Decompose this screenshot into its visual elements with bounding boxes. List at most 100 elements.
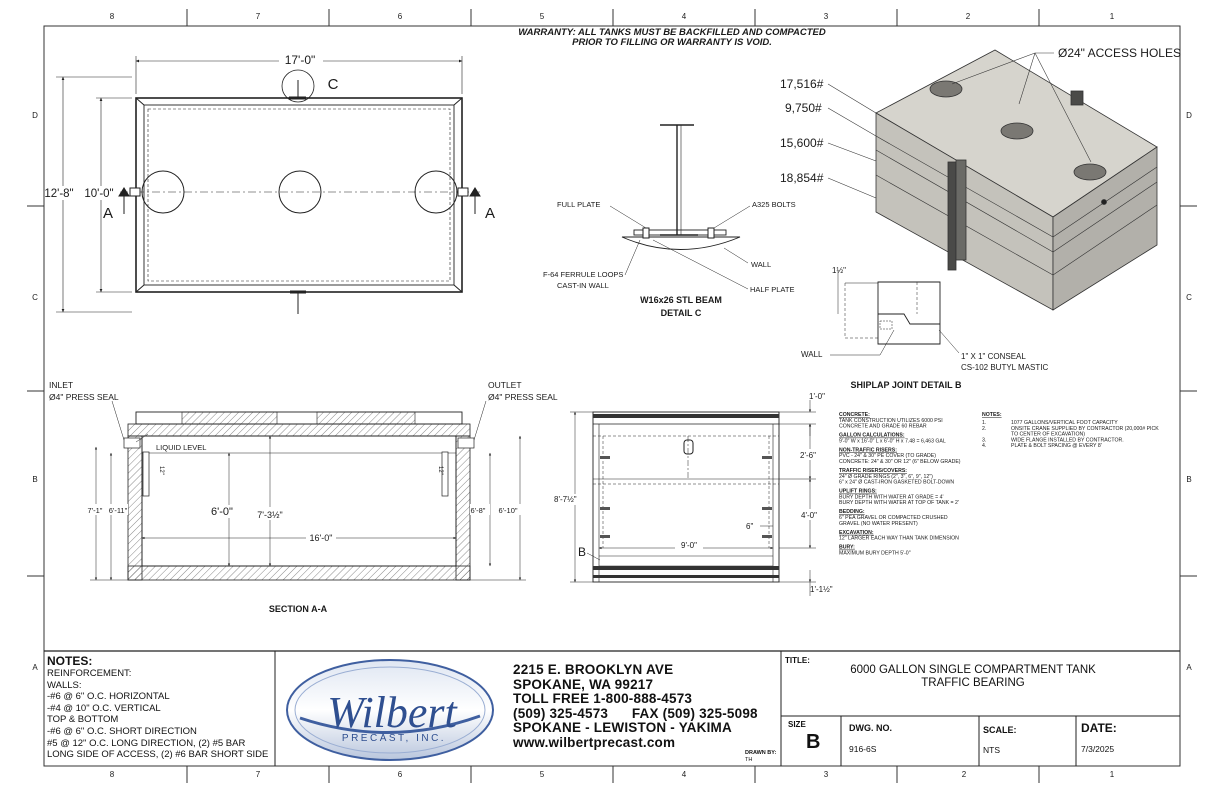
iso-leaders <box>827 52 1092 199</box>
sheet-border <box>27 9 1197 783</box>
warranty-note: WARRANTY: ALL TANKS MUST BE BACKFILLED A… <box>518 27 826 48</box>
notes-line: LONG SIDE OF ACCESS, (2) #6 BAR SHORT SI… <box>47 749 269 761</box>
svg-text:12": 12" <box>437 466 443 475</box>
svg-text:12'-8": 12'-8" <box>44 188 73 200</box>
spec-heading: NON-TRAFFIC RISERS: <box>839 447 897 453</box>
svg-text:17'-0": 17'-0" <box>285 53 316 67</box>
spec-left: CONCRETE:TANK CONSTRUCTION UTILIZES 6000… <box>839 412 961 556</box>
svg-text:4'-0": 4'-0" <box>801 511 817 520</box>
svg-text:6": 6" <box>746 522 753 531</box>
spec-note: 1077 GALLONS/VERTICAL FOOT CAPACITY <box>1011 420 1118 426</box>
company-address: 2215 E. BROOKLYN AVE SPOKANE, WA 99217 T… <box>513 662 779 751</box>
svg-text:WALL: WALL <box>751 260 771 269</box>
size-label: SIZE <box>788 720 806 729</box>
svg-text:F-64 FERRULE LOOPS: F-64 FERRULE LOOPS <box>543 270 623 279</box>
svg-text:A: A <box>32 663 38 672</box>
svg-text:SHIPLAP JOINT DETAIL B: SHIPLAP JOINT DETAIL B <box>850 380 962 390</box>
svg-text:1: 1 <box>1110 770 1115 779</box>
svg-text:15,600#: 15,600# <box>780 136 824 150</box>
size-value: B <box>806 731 821 753</box>
spec-line: CONCRETE AND GRADE 60 REBAR <box>839 424 927 430</box>
spec-heading: CONCRETE: <box>839 412 870 418</box>
svg-text:SECTION A-A: SECTION A-A <box>269 604 328 614</box>
spec-line: 6" x 24" Ø CAST-IRON GASKETED BOLT-DOWN <box>839 480 954 486</box>
address-line: 2215 E. BROOKLYN AVE <box>513 662 674 677</box>
title-block <box>44 650 1180 766</box>
svg-text:6'-8": 6'-8" <box>471 506 486 515</box>
svg-text:17,516#: 17,516# <box>780 77 824 91</box>
svg-text:5: 5 <box>540 770 545 779</box>
svg-text:Ø4" PRESS SEAL: Ø4" PRESS SEAL <box>49 392 119 402</box>
svg-text:7'-3½": 7'-3½" <box>257 510 282 520</box>
title-label: TITLE: <box>785 656 810 665</box>
svg-text:12": 12" <box>158 466 164 475</box>
spec-line: BURY DEPTH WITH WATER AT TOP OF TANK = 2… <box>839 500 959 506</box>
spec-line: TANK CONSTRUCTION UTILIZES 6000 PSI <box>839 418 943 424</box>
notes-line: REINFORCEMENT: <box>47 668 132 679</box>
svg-text:D: D <box>1186 111 1192 120</box>
section-a-a-labels: INLET Ø4" PRESS SEAL OUTLET Ø4" PRESS SE… <box>49 380 558 614</box>
spec-heading: GALLON CALCULATIONS: <box>839 433 905 439</box>
notes-line: -#6 @ 6" O.C. HORIZONTAL <box>47 691 170 703</box>
iso-labels: Ø24" ACCESS HOLES 17,516# 9,750# 15,600#… <box>780 46 1181 185</box>
spec-line: GRAVEL (NO WATER PRESENT) <box>839 521 918 527</box>
notes-line: -#6 @ 6" O.C. SHORT DIRECTION <box>47 725 197 737</box>
drawing-title-line2: TRAFFIC BEARING <box>921 676 1025 689</box>
svg-text:Ø4" PRESS SEAL: Ø4" PRESS SEAL <box>488 392 558 402</box>
svg-text:5: 5 <box>540 12 545 21</box>
drawn-by-label: DRAWN BY: <box>745 750 777 756</box>
website-link[interactable]: www.wilbertprecast.com <box>513 734 676 750</box>
svg-text:6: 6 <box>398 770 403 779</box>
spec-heading: BURY: <box>839 545 855 551</box>
wilbert-logo: Wilbert PRECAST, INC. <box>286 659 494 761</box>
svg-text:C: C <box>1186 293 1192 302</box>
svg-text:8: 8 <box>110 770 115 779</box>
side-section-labels: 1'-0" 2'-6" 4'-0" 6" 9'-0" 8'-7½" 1'-1½"… <box>554 392 833 594</box>
svg-text:10'-0": 10'-0" <box>84 188 113 200</box>
svg-text:3: 3 <box>824 770 829 779</box>
svg-text:DETAIL C: DETAIL C <box>661 308 702 318</box>
svg-text:6'-11": 6'-11" <box>109 506 128 515</box>
notes-heading: NOTES: <box>47 654 93 668</box>
svg-text:2'-6": 2'-6" <box>800 451 816 460</box>
spec-heading: TRAFFIC RISERS/COVERS: <box>839 468 907 474</box>
svg-text:Ø24" ACCESS HOLES: Ø24" ACCESS HOLES <box>1058 46 1181 60</box>
detail-c-beam <box>609 124 751 290</box>
svg-text:1" X 1" CONSEAL: 1" X 1" CONSEAL <box>961 352 1026 361</box>
svg-text:6'-10": 6'-10" <box>498 506 517 515</box>
svg-text:WALL: WALL <box>801 350 823 359</box>
svg-text:C: C <box>32 293 38 302</box>
side-section <box>570 400 816 596</box>
spec-note: WIDE FLANGE INSTALLED BY CONTRACTOR. <box>1011 437 1124 443</box>
drawing-title: 6000 GALLON SINGLE COMPARTMENT TANK TRAF… <box>800 664 1146 689</box>
svg-text:A: A <box>1186 663 1192 672</box>
svg-text:1'-1½": 1'-1½" <box>810 585 833 594</box>
svg-text:LIQUID LEVEL: LIQUID LEVEL <box>156 443 206 452</box>
isometric-view <box>875 49 1158 311</box>
svg-text:9'-0": 9'-0" <box>681 541 697 550</box>
svg-text:B: B <box>1186 475 1191 484</box>
locations: SPOKANE - LEWISTON - YAKIMA <box>513 720 732 736</box>
svg-text:D: D <box>32 111 38 120</box>
address-line: SPOKANE, WA 99217 <box>513 676 654 692</box>
svg-text:B: B <box>32 475 37 484</box>
scale-label: SCALE: <box>983 725 1017 735</box>
spec-line: 6" PEA GRAVEL OR COMPACTED CRUSHED <box>839 515 948 521</box>
svg-text:4: 4 <box>682 770 687 779</box>
svg-text:18,854#: 18,854# <box>780 171 824 185</box>
svg-text:FULL PLATE: FULL PLATE <box>557 200 600 209</box>
spec-line: 9'-0" W x 16'-0" L x 6'-0" H x 7.48 = 6,… <box>839 438 946 444</box>
svg-text:Wilbert: Wilbert <box>327 688 458 737</box>
detail-c-labels: FULL PLATE A325 BOLTS WALL F-64 FERRULE … <box>543 200 796 318</box>
svg-text:2: 2 <box>966 12 971 21</box>
svg-text:A325 BOLTS: A325 BOLTS <box>752 200 796 209</box>
spec-line: CONCRETE: 24" & 30" OR 12" (6" BELOW GRA… <box>839 459 961 465</box>
notes-line: WALLS: <box>47 679 82 691</box>
notes-line: TOP & BOTTOM <box>47 714 119 726</box>
svg-text:7: 7 <box>256 770 261 779</box>
spec-notes: NOTES: 1.1077 GALLONS/VERTICAL FOOT CAPA… <box>982 412 1159 449</box>
spec-line: BURY DEPTH WITH WATER AT GRADE = 4' <box>839 494 944 500</box>
spec-line: MAXIMUM BURY DEPTH 5'-0" <box>839 550 911 556</box>
svg-text:6'-0": 6'-0" <box>211 506 233 518</box>
svg-text:PRIOR TO FILLING OR WARRANTY I: PRIOR TO FILLING OR WARRANTY IS VOID. <box>572 37 772 48</box>
